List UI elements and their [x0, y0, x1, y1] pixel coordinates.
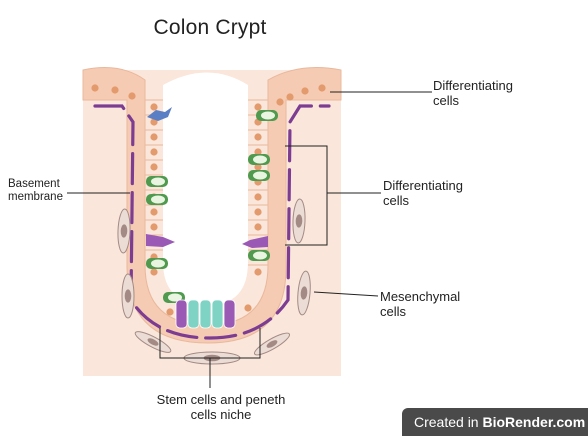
goblet-mucus — [253, 251, 267, 260]
mesenchymal-nucleus — [295, 214, 303, 228]
nucleus — [150, 148, 158, 156]
label-differentiating-mid: Differentiating cells — [383, 178, 463, 208]
enteroendocrine-cell — [146, 234, 175, 247]
nucleus — [254, 148, 262, 156]
stem-niche-cell — [199, 299, 212, 329]
nucleus — [150, 268, 158, 276]
nucleus — [286, 93, 294, 101]
mesenchymal-cell — [121, 273, 135, 319]
diagram-title: Colon Crypt — [153, 16, 267, 39]
mesenchymal-nucleus — [120, 224, 128, 238]
mesenchymal-cell — [297, 270, 311, 316]
nucleus — [318, 84, 326, 92]
stem-niche-cell — [211, 299, 224, 329]
nucleus — [254, 103, 262, 111]
tuft-cell — [147, 107, 172, 121]
goblet-mucus — [261, 111, 275, 120]
nucleus — [276, 98, 284, 106]
stem-niche-cell — [187, 299, 200, 329]
stem-niche-cell — [223, 299, 236, 329]
goblet-mucus — [168, 293, 182, 302]
nucleus — [150, 208, 158, 216]
mesenchymal-nucleus — [300, 286, 308, 300]
goblet-mucus — [151, 195, 165, 204]
nucleus — [254, 223, 262, 231]
nucleus — [254, 193, 262, 201]
basement-membrane-left — [93, 104, 331, 340]
crypt-lumen — [163, 72, 248, 305]
bracket-differentiating-mid — [285, 145, 328, 246]
goblet-mucus — [253, 171, 267, 180]
nucleus — [150, 103, 158, 111]
watermark-brand: BioRender.com — [482, 414, 586, 430]
mesenchymal-cell — [134, 331, 172, 353]
goblet-mucus — [151, 259, 165, 268]
goblet-mucus — [151, 177, 165, 186]
goblet-mucus — [253, 155, 267, 164]
nucleus — [166, 308, 174, 316]
nucleus — [111, 86, 119, 94]
leader-mesenchymal — [313, 291, 379, 297]
nucleus — [150, 163, 158, 171]
nucleus — [128, 92, 136, 100]
epithelial-layer — [82, 67, 342, 344]
label-stem-niche: Stem cells and peneth cells niche — [156, 392, 286, 422]
mesenchymal-cell — [254, 332, 290, 356]
nucleus — [301, 87, 309, 95]
label-differentiating-top: Differentiating cells — [433, 78, 513, 108]
nucleus — [91, 84, 99, 92]
label-mesenchymal: Mesenchymal cells — [380, 289, 461, 319]
nucleus — [244, 304, 252, 312]
epithelium — [82, 67, 342, 344]
enteroendocrine-cell — [242, 236, 268, 248]
label-basement-membrane: Basement membrane — [8, 178, 63, 203]
nucleus — [150, 223, 158, 231]
nucleus — [254, 208, 262, 216]
nucleus — [150, 133, 158, 141]
biorender-watermark: Created in BioRender.com — [402, 408, 588, 436]
stem-niche-cell — [175, 299, 188, 329]
nucleus — [254, 133, 262, 141]
mesenchymal-nucleus — [147, 338, 159, 346]
mesenchymal-cell — [117, 208, 131, 254]
watermark-prefix: Created in — [414, 414, 483, 430]
nucleus — [254, 163, 262, 171]
mesenchymal-cell — [292, 198, 306, 244]
nucleus — [254, 268, 262, 276]
mesenchymal-nucleus — [124, 289, 132, 303]
mesenchymal-nucleus — [266, 340, 278, 348]
nucleus — [150, 118, 158, 126]
